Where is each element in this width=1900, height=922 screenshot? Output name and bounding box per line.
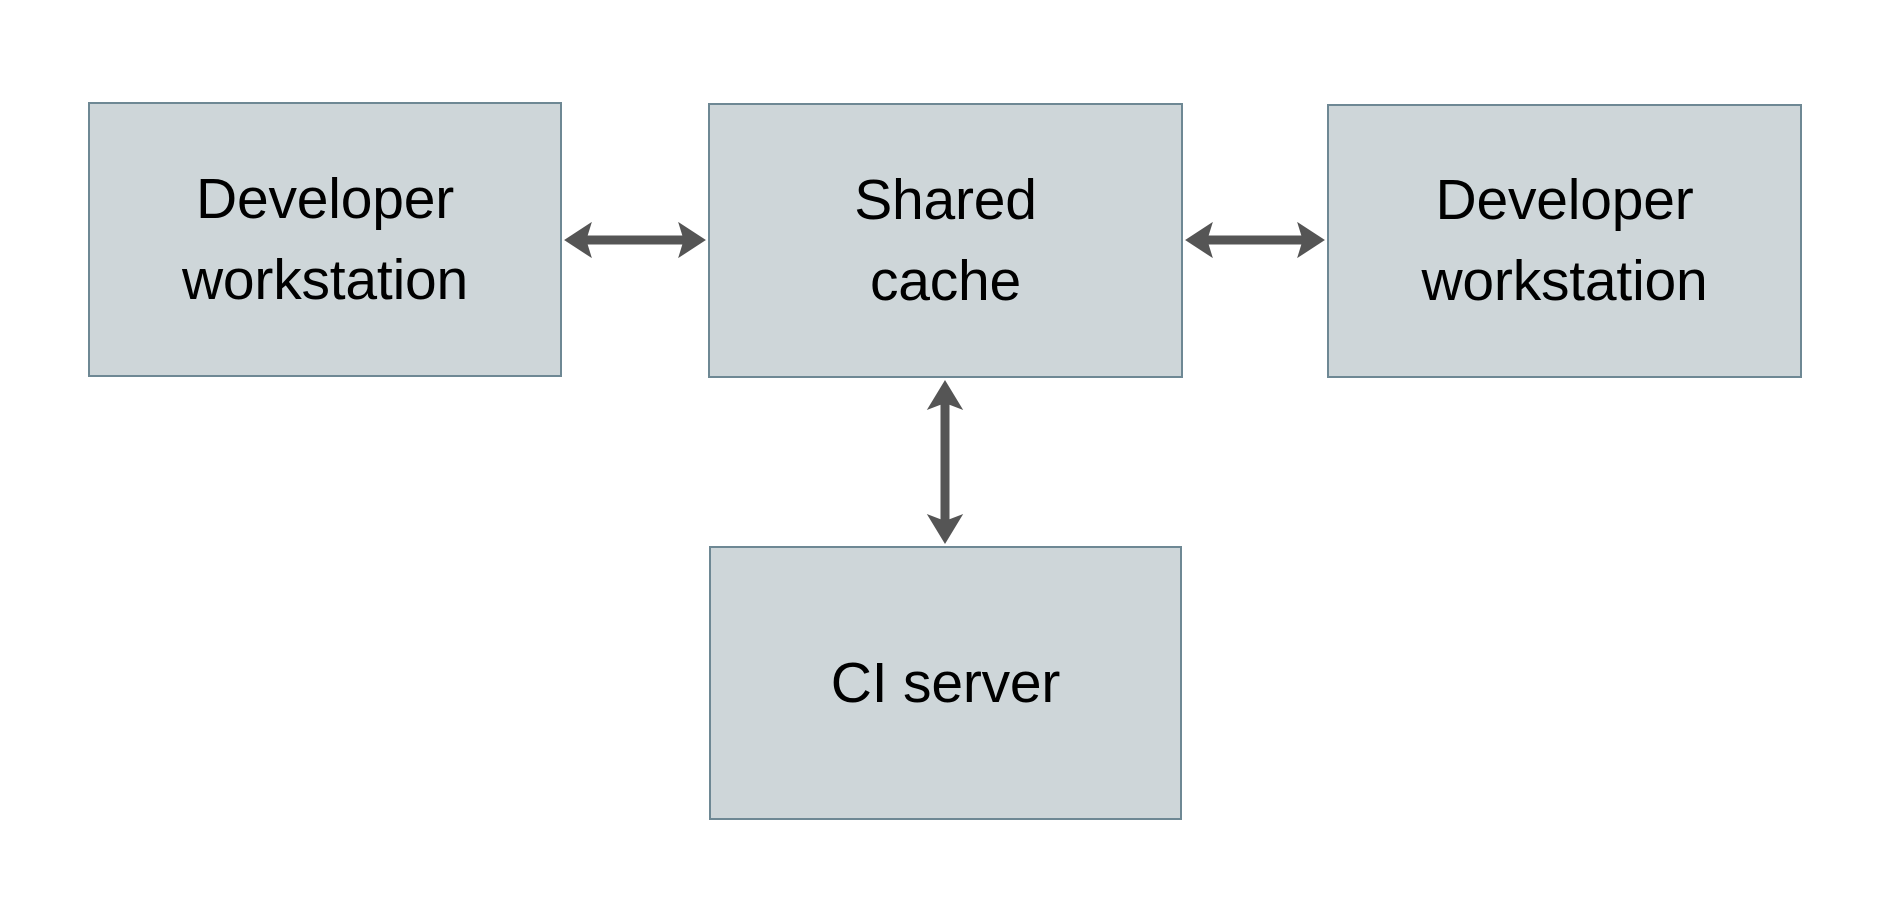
node-label-ci-server: CI server [830, 650, 1061, 715]
edge-developer-workstation-left-to-shared-cache [562, 214, 708, 266]
edge-ci-server-to-shared-cache [919, 378, 971, 546]
node-label-developer-workstation-left: Developer workstation [181, 166, 469, 312]
edge-shared-cache-to-developer-workstation-right [1183, 214, 1327, 266]
node-ci-server[interactable]: CI server [709, 546, 1182, 820]
node-label-developer-workstation-right: Developer workstation [1421, 168, 1708, 313]
double-headed-arrow-horizontal-icon [564, 221, 706, 259]
double-headed-arrow-horizontal-icon [1185, 221, 1325, 259]
node-developer-workstation-left[interactable]: Developer workstation [88, 102, 562, 377]
node-label-shared-cache: Shared cache [854, 167, 1037, 313]
node-shared-cache[interactable]: Shared cache [708, 103, 1183, 378]
node-developer-workstation-right[interactable]: Developer workstation [1327, 104, 1802, 378]
double-headed-arrow-vertical-icon [926, 380, 964, 544]
